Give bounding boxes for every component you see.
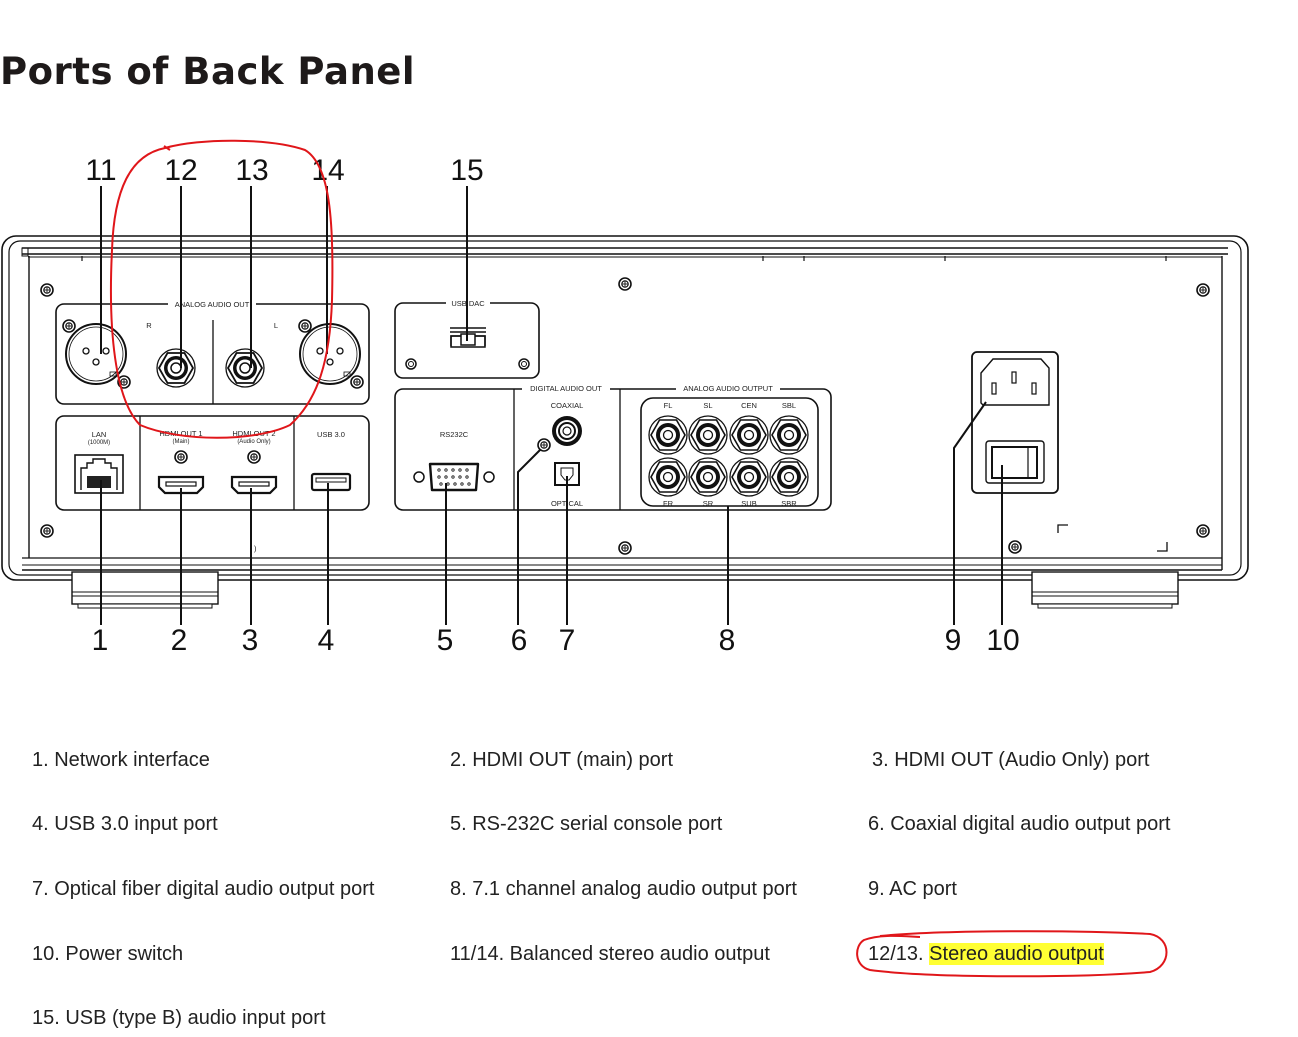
description-item: 9. AC port (868, 878, 957, 900)
right-channel-label: R (146, 321, 152, 330)
description-prefix: 12/13. (868, 943, 930, 965)
left-channel-label: L (274, 321, 278, 330)
red-annotation-ellipse (856, 930, 1168, 978)
hdmi-port-icon (230, 475, 278, 495)
hdmi-out-2-label: HDMI OUT 2 (232, 429, 275, 438)
back-panel-diagram: ( ) ANALOG AUDIO OUT R L LAN (1000M) HDM… (1, 139, 1249, 657)
callout-13: 13 (235, 154, 268, 187)
description-item: 2. HDMI OUT (main) port (450, 749, 673, 771)
highlighted-text: Stereo audio output (929, 943, 1104, 965)
rca-fl-port-icon (648, 415, 688, 455)
description-item: 11/14. Balanced stereo audio output (450, 943, 770, 965)
power-module (971, 351, 1059, 494)
lan-speed-label: (1000M) (88, 440, 110, 446)
description-item-highlighted: 12/13. Stereo audio output (868, 943, 1104, 966)
description-item: 10. Power switch (32, 943, 184, 965)
analog-audio-output-label: ANALOG AUDIO OUTPUT (683, 384, 773, 393)
callout-3: 3 (242, 624, 259, 657)
digital-audio-out-label: DIGITAL AUDIO OUT (530, 384, 602, 393)
usb-dac-label: USB DAC (451, 299, 485, 308)
xlr-right-port-icon (65, 323, 127, 385)
red-annotation-circle (109, 139, 334, 439)
rca-fr-port-icon (648, 457, 688, 497)
leader-lines (100, 186, 1003, 625)
screw-icon (618, 277, 632, 291)
chassis-outline (1, 235, 1249, 581)
hdmi-out-1-label: HDMI OUT 1 (159, 429, 202, 438)
chassis-feet (71, 571, 1179, 609)
callout-12: 12 (164, 154, 197, 187)
callout-2: 2 (171, 624, 188, 657)
ethernet-port-icon (74, 454, 124, 494)
rca-sbr-port-icon (769, 457, 809, 497)
description-item: 5. RS-232C serial console port (450, 813, 723, 835)
channel-label-sbr: SBR (781, 499, 797, 508)
screw-icon (618, 541, 632, 555)
screw-icon (1196, 524, 1210, 538)
usb-30-label: USB 3.0 (317, 430, 345, 439)
rca-sbl-port-icon (769, 415, 809, 455)
rca-sr-port-icon (688, 457, 728, 497)
callout-9: 9 (945, 624, 962, 657)
io-panel: LAN (1000M) HDMI OUT 1 (Main) HDMI OUT 2… (55, 415, 370, 511)
callout-8: 8 (719, 624, 736, 657)
rca-sl-port-icon (688, 415, 728, 455)
channel-label-fr: FR (663, 499, 674, 508)
callout-14: 14 (311, 154, 344, 187)
channel-label-sub: SUB (741, 499, 756, 508)
channel-label-sbl: SBL (782, 401, 796, 410)
channel-label-fl: FL (664, 401, 673, 410)
rca-sub-port-icon (729, 457, 769, 497)
screw-icon (1008, 540, 1022, 554)
channel-label-sl: SL (703, 401, 712, 410)
screw-icon (40, 283, 54, 297)
analog-audio-out-panel: ANALOG AUDIO OUT R L (55, 298, 370, 405)
hdmi-out-2-sub-label: (Audio Only) (237, 439, 270, 445)
description-item: 3. HDMI OUT (Audio Only) port (872, 749, 1150, 771)
db15-serial-port-icon (413, 462, 495, 492)
multi-output-panel: DIGITAL AUDIO OUT ANALOG AUDIO OUTPUT RS… (394, 383, 832, 511)
callout-4: 4 (318, 624, 335, 657)
channel-label-cen: CEN (741, 401, 757, 410)
callout-5: 5 (437, 624, 454, 657)
description-item: 1. Network interface (32, 749, 210, 771)
description-item: 8. 7.1 channel analog audio output port (450, 878, 797, 900)
channel-label-sr: SR (703, 499, 714, 508)
analog-audio-out-label: ANALOG AUDIO OUT (175, 300, 250, 309)
page-title: Ports of Back Panel (0, 50, 416, 93)
callout-11: 11 (85, 154, 116, 187)
rca-cen-port-icon (729, 415, 769, 455)
coaxial-label: COAXIAL (551, 401, 584, 410)
callout-1: 1 (92, 624, 109, 657)
coaxial-port-icon (552, 416, 582, 446)
screw-icon (1196, 283, 1210, 297)
lan-label: LAN (92, 430, 107, 439)
callout-6: 6 (511, 624, 528, 657)
callout-15: 15 (450, 154, 483, 187)
description-item: 7. Optical fiber digital audio output po… (32, 878, 375, 900)
rca-right-port-icon (156, 348, 196, 388)
screw-icon (40, 524, 54, 538)
usb-a-port-icon (310, 472, 352, 492)
callout-7: 7 (559, 624, 576, 657)
rca-left-port-icon (225, 348, 265, 388)
ground-mark: ( ) (249, 544, 257, 553)
description-item: 15. USB (type B) audio input port (32, 1007, 326, 1029)
description-item: 6. Coaxial digital audio output port (868, 813, 1171, 835)
callout-10: 10 (986, 624, 1019, 657)
description-item: 4. USB 3.0 input port (32, 813, 218, 835)
hdmi-out-1-sub-label: (Main) (172, 439, 189, 445)
rs232c-label: RS232C (440, 430, 469, 439)
